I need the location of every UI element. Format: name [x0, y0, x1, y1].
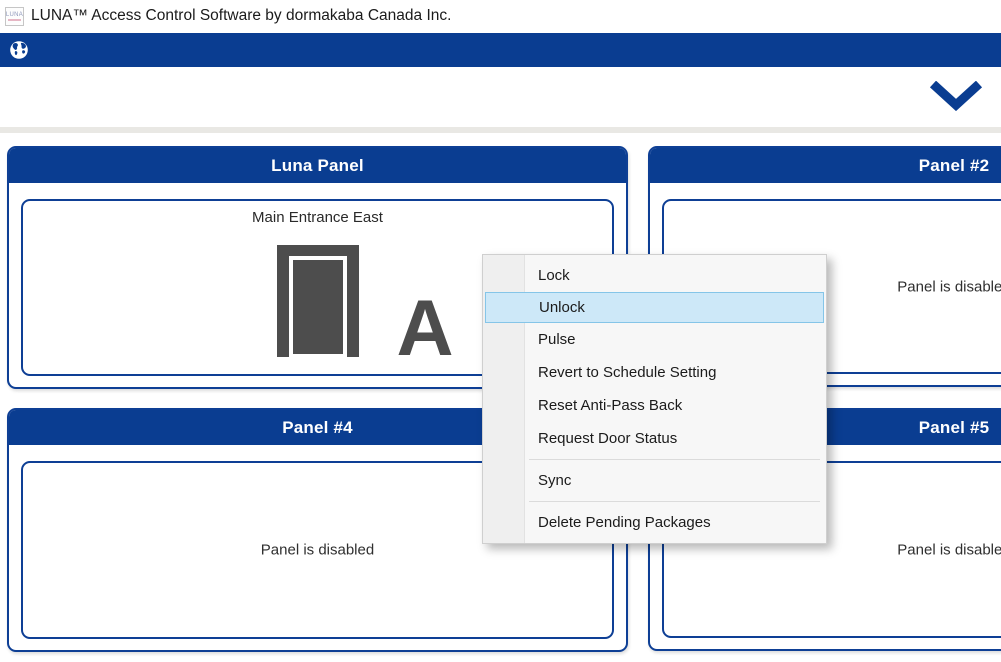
collapse-chevron-button[interactable] — [928, 80, 984, 114]
panel-2-header: Panel #2 — [650, 148, 1001, 183]
app-logo-text: LUNA — [5, 12, 24, 18]
sub-header-strip — [0, 67, 1001, 127]
menu-item-unlock[interactable]: Unlock — [485, 292, 824, 323]
panel-4-status-text: Panel is disabled — [260, 541, 375, 559]
door-context-menu: Lock Unlock Pulse Revert to Schedule Set… — [482, 254, 827, 544]
menu-item-revert-to-schedule-setting[interactable]: Revert to Schedule Setting — [538, 364, 717, 381]
panel-board: Luna Panel Main Entrance East A Panel #2… — [0, 146, 1001, 662]
panel-2-status-text: Panel is disabled — [897, 278, 1001, 295]
app-logo-underline — [8, 19, 21, 21]
menu-item-lock[interactable]: Lock — [538, 267, 570, 284]
menu-separator — [529, 501, 820, 502]
reader-letter-label: A — [396, 283, 454, 373]
door-leaf — [292, 260, 343, 354]
door-icon[interactable] — [276, 245, 359, 357]
section-divider — [0, 127, 1001, 133]
panel-luna-header: Luna Panel — [9, 148, 626, 183]
panel-5-status-text: Panel is disabled — [897, 541, 1001, 558]
door-name-label: Main Entrance East — [252, 209, 383, 226]
menu-separator — [529, 459, 820, 460]
app-logo-icon: LUNA — [5, 7, 24, 26]
menu-item-sync[interactable]: Sync — [538, 472, 572, 489]
toolbar-ribbon — [0, 33, 1001, 67]
menu-item-request-door-status[interactable]: Request Door Status — [538, 430, 678, 447]
menu-item-reset-anti-pass-back[interactable]: Reset Anti-Pass Back — [538, 397, 683, 414]
window-title: LUNA™ Access Control Software by dormaka… — [31, 7, 452, 24]
menu-item-pulse[interactable]: Pulse — [538, 331, 576, 348]
globe-icon[interactable] — [8, 39, 30, 61]
menu-item-delete-pending-packages[interactable]: Delete Pending Packages — [538, 514, 711, 531]
chevron-down-icon — [929, 80, 983, 111]
title-bar: LUNA LUNA™ Access Control Software by do… — [0, 0, 1001, 33]
